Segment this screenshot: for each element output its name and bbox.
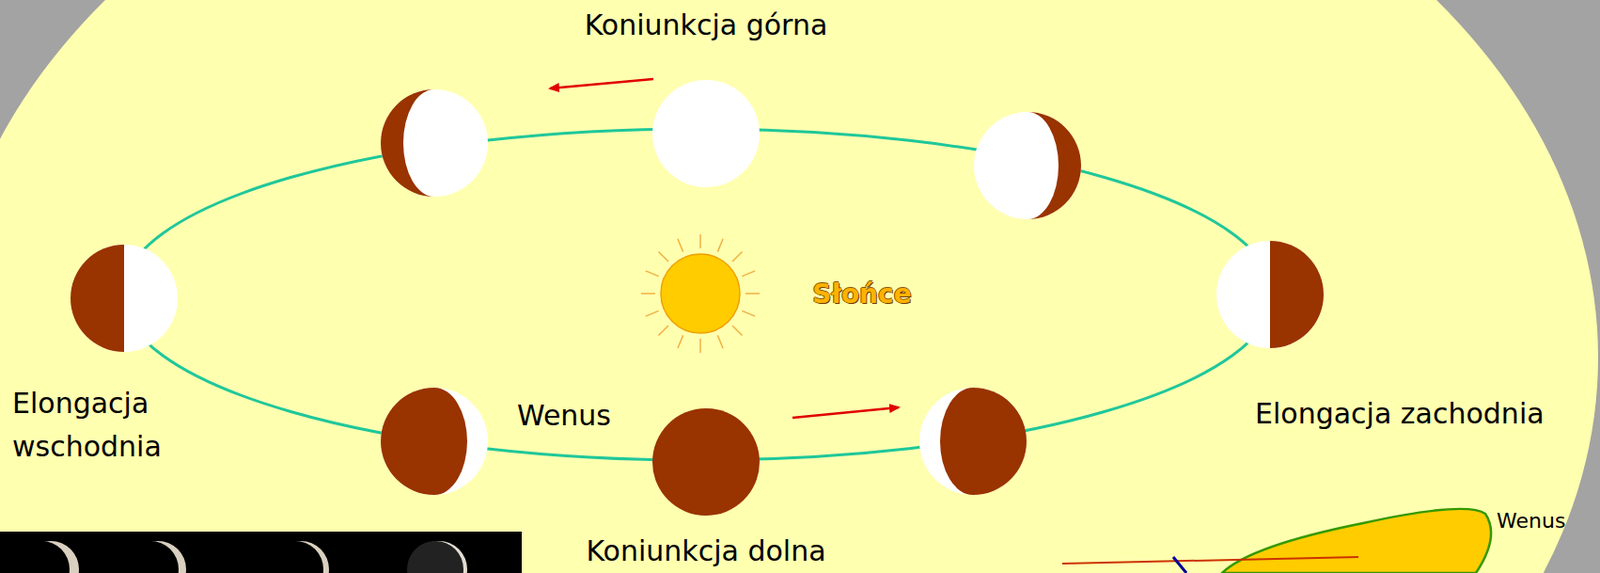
- venus-phases: [70, 79, 1324, 516]
- sun-ray: [732, 325, 743, 336]
- venus-shadow: [70, 244, 125, 352]
- sun-ray: [641, 292, 656, 295]
- sun-ray: [658, 325, 669, 336]
- sun: [660, 253, 740, 333]
- venus-gibbous: [380, 89, 488, 197]
- sun-ray: [658, 250, 669, 262]
- motion-arrow: [549, 78, 654, 89]
- sun-ray: [699, 234, 702, 249]
- venus-crescent: [919, 387, 1027, 495]
- sun-rays: [641, 234, 760, 353]
- sun-ray: [741, 270, 755, 277]
- venus-shadow: [1270, 240, 1324, 348]
- photo-strip: [0, 531, 522, 573]
- conjunction-label: Koniunkcja górna: [584, 8, 829, 43]
- sun-ray: [677, 238, 684, 252]
- sun-ray: [745, 292, 760, 295]
- planet-label: Wenus: [517, 398, 612, 433]
- sun-ray: [645, 310, 659, 316]
- motion-arrow: [792, 407, 899, 418]
- venus-shadow: [940, 387, 1027, 495]
- venus-new: [652, 407, 760, 516]
- venus-crescent: [380, 387, 488, 495]
- sun-ray: [717, 334, 723, 348]
- venus-half: [70, 244, 178, 352]
- conjunction-label: Koniunkcja dolna: [585, 533, 826, 568]
- sun-ray: [699, 338, 702, 353]
- orbit-sketch: [1062, 508, 1491, 573]
- planet-label: Wenus: [1496, 507, 1566, 534]
- sun-ray: [677, 334, 684, 348]
- venus-full: [652, 79, 760, 188]
- venus-gibbous: [973, 111, 1082, 220]
- venus-half: [1216, 240, 1324, 348]
- venus-shadow: [380, 89, 435, 197]
- sun-ray: [732, 250, 743, 262]
- sun-label: Słońce: [812, 277, 911, 312]
- venus-shadow: [380, 387, 468, 495]
- elongation-label: Elongacja wschodnia: [12, 381, 191, 469]
- sun-ray: [645, 270, 659, 277]
- sun-ray: [741, 310, 755, 316]
- sun-ray: [717, 238, 723, 252]
- venus-shadow: [1027, 111, 1082, 220]
- elongation-label: Elongacja zachodnia: [1254, 396, 1545, 431]
